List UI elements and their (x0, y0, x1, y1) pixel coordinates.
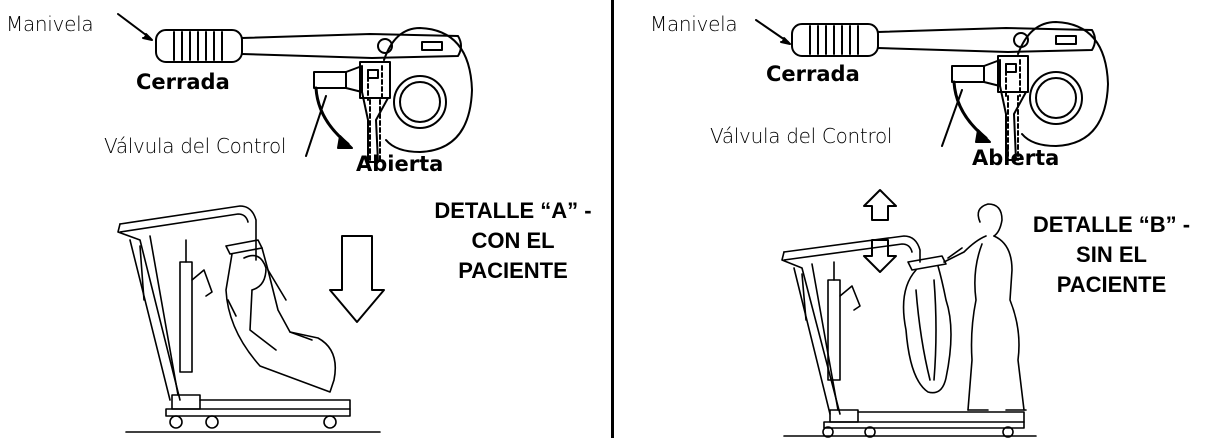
detail-a-illustration (0, 0, 610, 438)
down-arrow-icon (330, 236, 384, 322)
closed-label: Cerrada (136, 70, 230, 94)
detail-title-line: DETALLE “A” - (434, 198, 592, 223)
down-arrow-icon (864, 240, 896, 272)
detail-title-line: PACIENTE (1056, 272, 1167, 297)
open-label: Abierta (972, 146, 1060, 170)
up-arrow-icon (864, 190, 896, 220)
control-valve-icon (942, 56, 1028, 160)
crank-handle-icon (118, 14, 461, 62)
patient-lift-icon (782, 236, 1036, 437)
detail-b-title: DETALLE “B” - SIN EL PACIENTE (1004, 210, 1219, 300)
pump-disc-icon (1018, 22, 1108, 146)
detail-title-line: DETALLE “B” - (1032, 212, 1191, 237)
pump-disc-icon (384, 28, 472, 152)
valve-label: Válvula del Control (104, 134, 287, 158)
closed-label: Cerrada (766, 62, 860, 86)
crank-handle-icon (756, 20, 1095, 56)
control-valve-icon (306, 62, 390, 162)
crank-label: Manivela (6, 12, 94, 36)
detail-title-line: PACIENTE (458, 258, 568, 283)
patient-lift-icon (118, 206, 380, 432)
open-label: Abierta (356, 152, 444, 176)
detail-a-title: DETALLE “A” - CON EL PACIENTE (408, 196, 618, 286)
crank-label: Manivela (650, 12, 738, 36)
panel-divider (611, 0, 614, 438)
detail-a-panel: Manivela Cerrada Válvula del Control Abi… (0, 0, 610, 438)
detail-title-line: CON EL (471, 228, 555, 253)
valve-label: Válvula del Control (710, 124, 893, 148)
caregiver-icon (944, 204, 1026, 410)
detail-b-panel: Manivela Cerrada Válvula del Control Abi… (616, 0, 1219, 438)
detail-b-illustration (616, 0, 1219, 438)
detail-title-line: SIN EL (1076, 242, 1147, 267)
